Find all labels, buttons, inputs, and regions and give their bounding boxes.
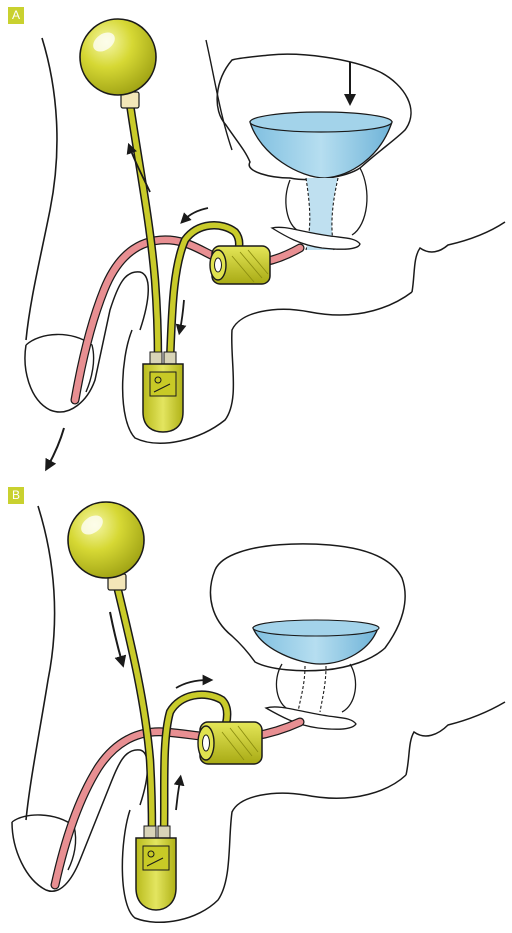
reservoir-icon [68, 502, 144, 590]
flow-arrow-icon [176, 780, 180, 810]
cuff-icon [210, 246, 270, 284]
panel-b [12, 502, 505, 922]
buttock-outline [406, 702, 505, 775]
body-outline [26, 506, 55, 820]
pump-icon [136, 826, 176, 910]
reservoir-icon [80, 19, 156, 108]
flow-arrow-icon [48, 428, 64, 466]
body-outline [206, 40, 232, 150]
panel-a [25, 19, 505, 466]
body-outline [26, 38, 57, 340]
flow-arrow-icon [110, 612, 122, 662]
flow-arrow-icon [184, 208, 208, 220]
flow-arrow-icon [180, 300, 184, 330]
pump-icon [143, 352, 183, 432]
flow-arrow-icon [176, 680, 208, 688]
buttock-outline [412, 222, 505, 292]
cuff-icon [198, 722, 262, 764]
